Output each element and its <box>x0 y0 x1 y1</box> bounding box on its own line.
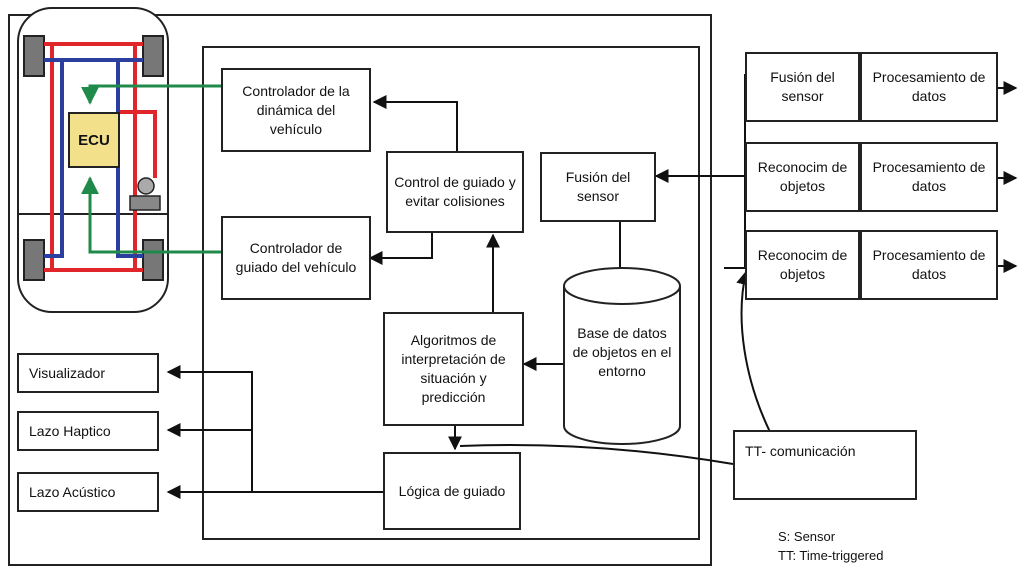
rear-right-wheel-icon <box>142 239 164 281</box>
haptic-loop-label: Lazo Haptico <box>29 422 111 439</box>
ecu-box: ECU <box>68 112 120 168</box>
sensor-3-processing-label: Procesamiento de datos <box>872 247 986 282</box>
inner-processing-frame <box>202 46 700 540</box>
guidance-control-label: Control de guiado y evitar colisiones <box>394 174 516 209</box>
tt-communication-box: TT- comunicación <box>733 430 917 500</box>
vehicle-dynamics-controller-label: Controlador de la dinámica del vehículo <box>242 82 350 137</box>
guidance-logic-label: Lógica de guiado <box>398 482 506 499</box>
acoustic-loop-box: Lazo Acústico <box>17 472 159 512</box>
interpretation-algorithms-block: Algoritmos de interpretación de situació… <box>383 312 524 426</box>
power-wiring <box>44 42 157 272</box>
vehicle-guidance-controller-block: Controlador de guiado del vehículo <box>221 216 371 300</box>
front-left-wheel-icon <box>23 35 45 77</box>
central-sensor-fusion-label: Fusión del sensor <box>565 169 631 204</box>
interpretation-algorithms-label: Algoritmos de interpretación de situació… <box>401 332 506 405</box>
sensor-2-processing-box: Procesamiento de datos <box>860 142 998 212</box>
guidance-logic-block: Lógica de guiado <box>383 452 521 530</box>
sensor-2-function-box: Reconocim de objetos <box>745 142 860 212</box>
ecu-label: ECU <box>78 131 110 149</box>
sensor-3-processing-box: Procesamiento de datos <box>860 230 998 300</box>
control-links <box>81 84 221 254</box>
vehicle-guidance-controller-label: Controlador de guiado del vehículo <box>235 240 357 275</box>
legend: S: Sensor TT: Time-triggered <box>778 527 883 565</box>
object-database-label-box: Base de datos de objetos en el entorno <box>566 300 678 404</box>
rear-left-wheel-icon <box>23 239 45 281</box>
legend-time-triggered: TT: Time-triggered <box>778 548 884 563</box>
sensor-1-function-label: Fusión del sensor <box>770 69 835 104</box>
haptic-loop-box: Lazo Haptico <box>17 411 159 451</box>
sensor-2-function-label: Reconocim de objetos <box>757 159 848 194</box>
sensor-1-function-box: Fusión del sensor <box>745 52 860 122</box>
tt-communication-label: TT- comunicación <box>745 443 856 459</box>
object-database-label: Base de datos de objetos en el entorno <box>572 324 672 379</box>
sensor-3-function-box: Reconocim de objetos <box>745 230 860 300</box>
actuator-icon <box>129 195 161 211</box>
legend-sensor: S: Sensor <box>778 529 836 544</box>
front-right-wheel-icon <box>142 35 164 77</box>
vehicle-illustration <box>17 7 169 313</box>
acoustic-loop-label: Lazo Acústico <box>29 483 116 500</box>
display-output-box: Visualizador <box>17 353 159 393</box>
object-database-cylinder-icon <box>563 267 681 445</box>
guidance-control-block: Control de guiado y evitar colisiones <box>386 151 524 233</box>
outer-system-frame <box>8 14 712 566</box>
sensor-1-processing-label: Procesamiento de datos <box>872 69 986 104</box>
vehicle-dynamics-controller-block: Controlador de la dinámica del vehículo <box>221 68 371 152</box>
sensor-2-processing-label: Procesamiento de datos <box>872 159 986 194</box>
sensor-3-function-label: Reconocim de objetos <box>757 247 848 282</box>
brake-icon <box>137 177 155 195</box>
central-sensor-fusion-block: Fusión del sensor <box>540 152 656 222</box>
sensor-1-processing-box: Procesamiento de datos <box>860 52 998 122</box>
display-output-label: Visualizador <box>29 364 106 381</box>
